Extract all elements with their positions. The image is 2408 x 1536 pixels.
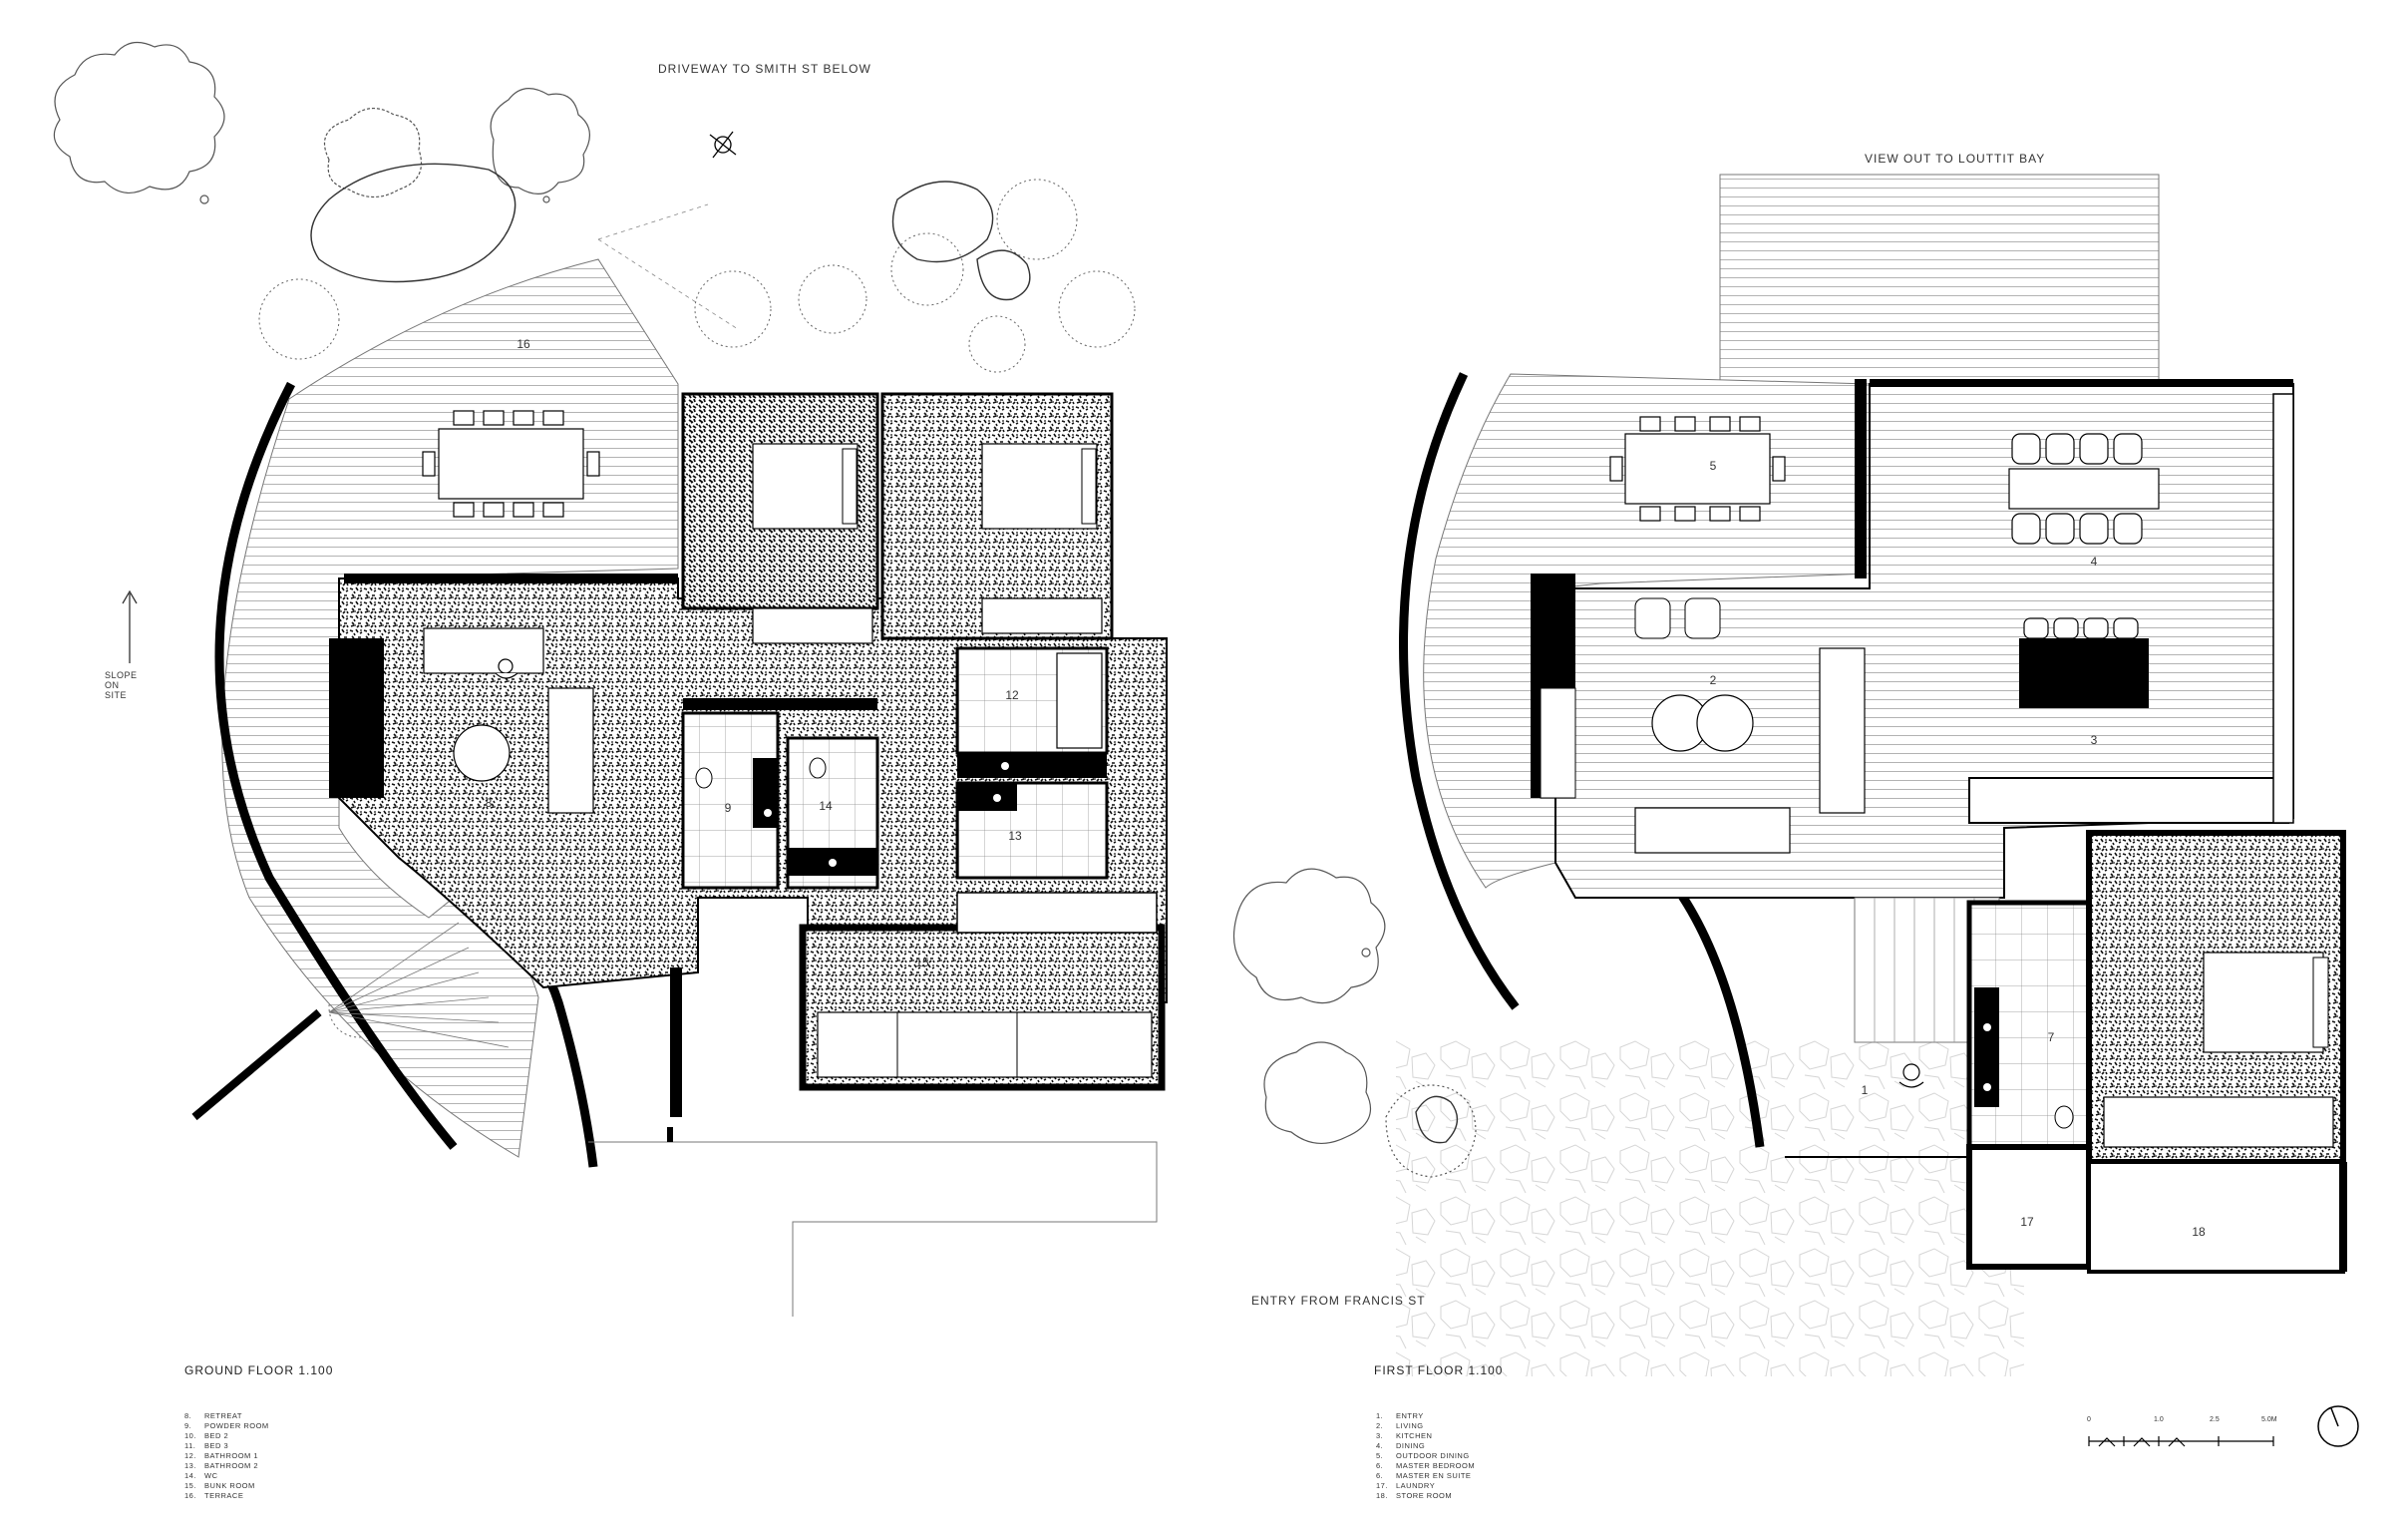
person-icon (709, 131, 737, 159)
sofa-2 (547, 687, 594, 814)
room-number: 15 (915, 956, 929, 969)
north-arrow-icon (2317, 1405, 2359, 1447)
stairs (328, 922, 510, 1048)
sofa (423, 627, 544, 674)
terrace-dining-table (422, 410, 600, 518)
tree-icon (1232, 868, 1477, 1178)
retreat-dark-wall (329, 638, 384, 798)
ground-floor-legend: 8.RETREAT 9.POWDER ROOM 10.BED 2 11.BED … (184, 1411, 269, 1501)
first-top-caption: VIEW OUT TO LOUTTIT BAY (1865, 152, 2046, 166)
first-floor-plan (1232, 174, 2347, 1376)
scale-bar-icon (2088, 1436, 2274, 1447)
first-floor-title: FIRST FLOOR 1.100 (1374, 1363, 1504, 1377)
slope-label-line: ON (105, 680, 120, 690)
room-number: 14 (819, 799, 833, 813)
room-number: 5 (1709, 459, 1717, 473)
room-number: 4 (2090, 555, 2098, 569)
legend-item: 6.MASTER BEDROOM (1376, 1461, 1476, 1470)
first-floor-legend: 1.ENTRY 2.LIVING 3.KITCHEN 4.DINING 5.OU… (1376, 1411, 1475, 1501)
legend-item: 15.BUNK ROOM (184, 1481, 255, 1490)
scale-tick-label: 0 (2087, 1416, 2091, 1423)
person-icon (495, 658, 518, 679)
legend-item: 17.LAUNDRY (1376, 1481, 1436, 1490)
ground-lower-wall (191, 1008, 322, 1121)
room-number: 7 (2047, 1030, 2055, 1044)
legend-item: 5.OUTDOOR DINING (1376, 1451, 1470, 1460)
slope-arrow-icon (122, 589, 138, 663)
master-bed (2203, 952, 2324, 1053)
tree-icon (53, 41, 590, 204)
person-icon (1898, 1063, 1924, 1088)
legend-item: 13.BATHROOM 2 (184, 1461, 259, 1470)
legend-item: 9.POWDER ROOM (184, 1421, 269, 1430)
slope-label-line: SLOPE (105, 670, 138, 680)
dining-table (2008, 433, 2160, 545)
ground-floor-title: GROUND FLOOR 1.100 (184, 1363, 334, 1377)
room-number: 2 (1709, 673, 1717, 687)
room-number: 13 (1008, 829, 1022, 843)
view-deck (1719, 174, 2160, 385)
room-number: 16 (516, 337, 530, 351)
room-number: 8 (485, 796, 493, 810)
legend-item: 18.STORE ROOM (1376, 1491, 1453, 1500)
legend-item: 14.WC (184, 1471, 218, 1480)
slope-label: SLOPE ON SITE (105, 670, 138, 700)
legend-item: 11.BED 3 (184, 1441, 229, 1450)
room-number: 17 (2020, 1215, 2034, 1229)
living-sofa-2 (1634, 807, 1791, 854)
legend-item: 6.MASTER EN SUITE (1376, 1471, 1472, 1480)
ground-curved-wall (214, 381, 458, 1150)
boulder (310, 163, 1031, 301)
outdoor-dining-table (1609, 416, 1786, 522)
room-number: 9 (724, 801, 732, 815)
room-number: 1 (1861, 1083, 1869, 1097)
room-number: 3 (2090, 733, 2098, 747)
bed-2-bed (752, 443, 859, 530)
laundry-room (1966, 1144, 2092, 1270)
scale-tick-label: 5.0M (2261, 1416, 2277, 1423)
kitchen-bench (1968, 777, 2289, 824)
bed-3-bed (981, 443, 1098, 530)
ground-top-caption: DRIVEWAY TO SMITH ST BELOW (658, 62, 871, 76)
first-curved-wall (1399, 372, 1520, 1010)
legend-item: 1.ENTRY (1376, 1411, 1424, 1420)
living-sofa (1819, 647, 1866, 814)
legend-item: 2.LIVING (1376, 1421, 1424, 1430)
scale-tick-label: 2.5 (2210, 1416, 2220, 1423)
ground-floor-plan (53, 41, 1168, 1317)
store-room (2087, 1160, 2345, 1274)
room-number: 18 (2192, 1225, 2206, 1239)
round-table (453, 724, 511, 782)
kitchen-island (2019, 638, 2149, 708)
entry-paving (1396, 1037, 2024, 1376)
legend-item: 3.KITCHEN (1376, 1431, 1433, 1440)
legend-item: 10.BED 2 (184, 1431, 229, 1440)
scale-tick-label: 1.0 (2154, 1416, 2164, 1423)
legend-item: 8.RETREAT (184, 1411, 242, 1420)
room-number: 12 (1005, 688, 1019, 702)
legend-item: 4.DINING (1376, 1441, 1426, 1450)
slope-label-line: SITE (105, 690, 128, 700)
legend-item: 12.BATHROOM 1 (184, 1451, 259, 1460)
legend-item: 16.TERRACE (184, 1491, 244, 1500)
entry-caption: ENTRY FROM FRANCIS ST (1251, 1294, 1426, 1308)
